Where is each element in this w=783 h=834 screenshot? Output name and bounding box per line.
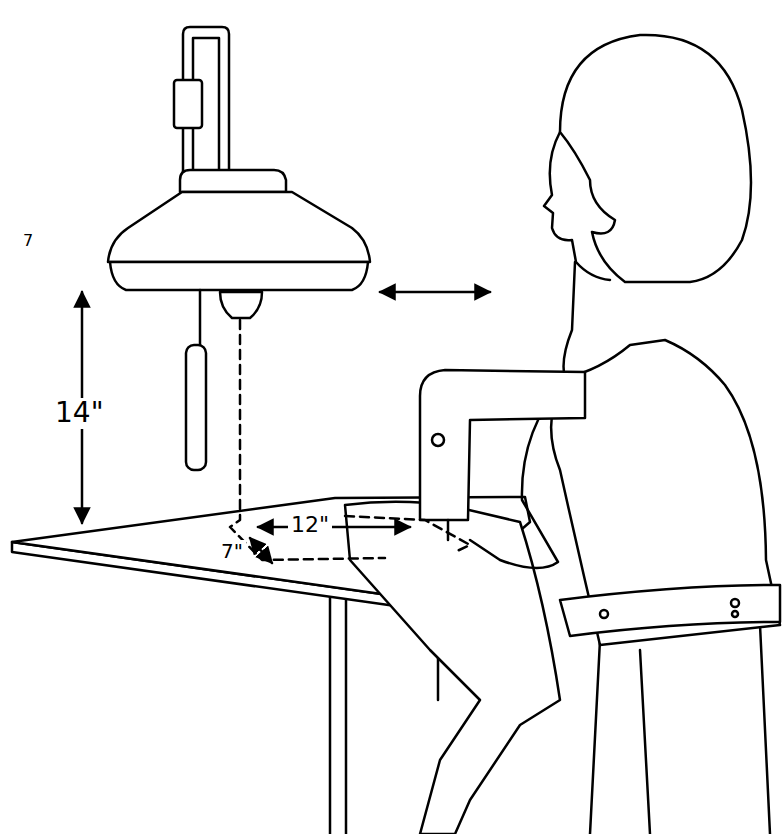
dimension-line [250,538,272,563]
needle [447,520,450,540]
bulb [220,292,262,318]
lamp-cap [180,170,286,192]
chair-leg [590,625,770,834]
chair [590,625,770,834]
chair-bolt [731,599,739,607]
fabric [345,502,560,834]
chair-back [560,585,780,636]
dimension-label: 14" [52,398,107,429]
distance-arrow [380,291,490,294]
chair-bolt [600,610,608,618]
dimension-label: 12" [288,513,332,537]
chair-bolt [732,611,738,617]
lamp-shade [108,192,370,262]
dimension-line [258,526,410,529]
woman [345,35,780,834]
hair [560,35,751,282]
body [551,262,780,645]
pull-rod [199,290,202,346]
figure-number: 7 [20,232,36,250]
lamp-rim [110,262,368,290]
light-area [230,320,470,560]
machine-dial [432,434,444,446]
dimension-label: 7" [218,540,246,562]
sewing-machine [420,370,585,540]
machine-body [420,370,585,520]
counterweight [174,80,202,128]
pull-handle [186,345,206,470]
